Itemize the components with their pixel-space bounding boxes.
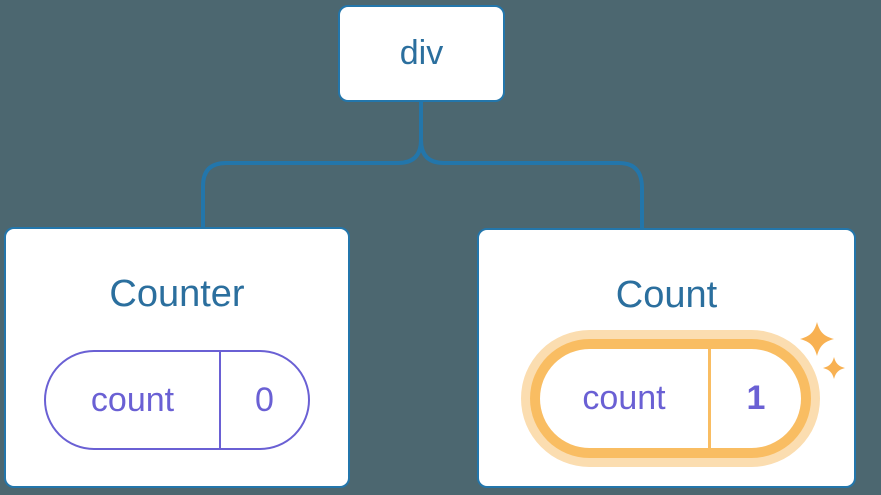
highlight-ring: count 1: [530, 339, 811, 458]
state-badge: count 0: [44, 350, 310, 450]
root-node: div: [338, 5, 505, 102]
count-component-card: Count count 1: [477, 228, 856, 488]
state-key-label: count: [540, 349, 711, 448]
highlighted-state-badge: count 1: [521, 330, 820, 467]
sparkle-icon: [800, 322, 834, 356]
state-key-label: count: [46, 352, 221, 448]
component-title: Count: [615, 274, 718, 316]
state-value: 0: [255, 380, 274, 419]
component-title: Counter: [109, 273, 245, 315]
root-node-label: div: [399, 34, 444, 72]
counter-component-card: Counter count 0: [4, 227, 350, 488]
connector-left-branch: [201, 98, 423, 228]
state-value: 1: [746, 379, 766, 417]
state-badge: count 1: [540, 349, 801, 448]
connector-right-branch: [419, 98, 644, 229]
sparkle-icon: [823, 357, 845, 379]
